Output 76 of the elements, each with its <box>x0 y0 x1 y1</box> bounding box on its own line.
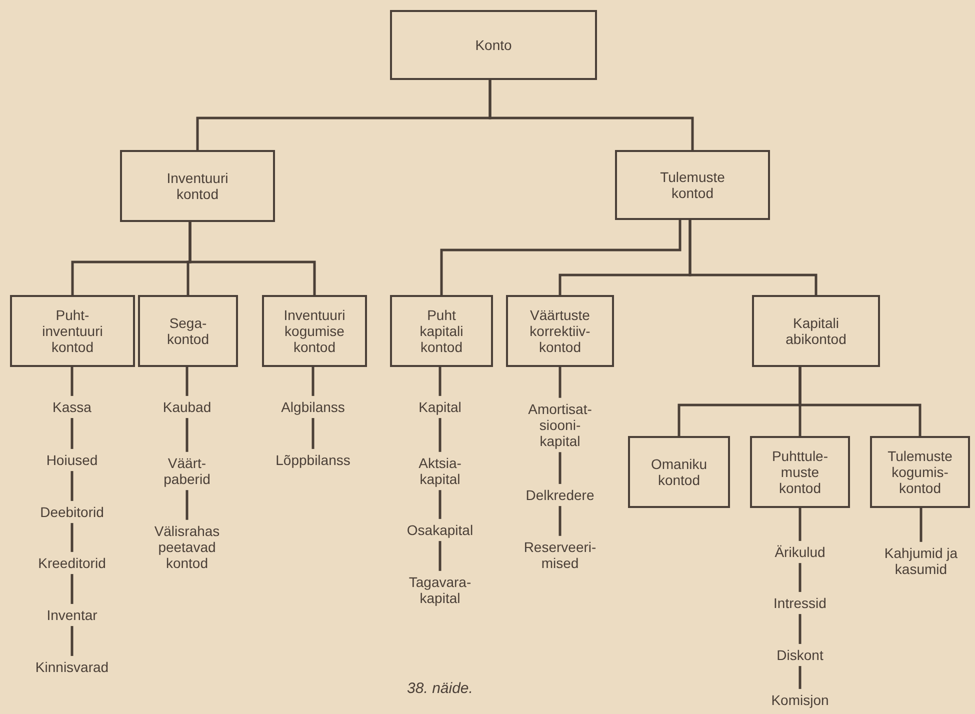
account-label: Tagavara-kapital <box>408 574 472 606</box>
account-box <box>10 295 135 367</box>
connector-line <box>798 614 802 644</box>
account-label: Inventar <box>46 606 98 624</box>
connector-line <box>798 367 922 436</box>
account-label: Kahjumid ja kasumid <box>865 544 975 578</box>
connector-line <box>186 367 188 396</box>
account-label: Kassa <box>52 398 92 416</box>
connector-line <box>558 452 562 484</box>
box-label: Tulemuste kogumis-kontod <box>888 448 952 496</box>
account-label: Välisrahas peetavad kontod <box>154 522 220 572</box>
connector-line <box>188 222 316 295</box>
account-label: Aktsia-kapital <box>418 454 462 488</box>
connector-line <box>312 367 314 396</box>
account-label: Lõppbilanss <box>276 452 350 468</box>
account-label: Osakapital <box>406 522 474 538</box>
box-label: Konto <box>475 36 512 54</box>
account-label: Delkredere <box>526 486 594 504</box>
account-label: Reserveeri-mised <box>524 538 596 572</box>
account-box <box>262 295 367 367</box>
connector-line <box>558 367 562 398</box>
connector-line <box>186 418 188 452</box>
connector-line <box>438 418 442 452</box>
account-box <box>390 10 597 80</box>
box-label: Puht-inventuuri kontod <box>42 306 103 356</box>
account-box <box>506 295 614 367</box>
connector-line <box>688 220 818 295</box>
account-label: Komisjon <box>771 692 829 708</box>
account-label: Diskont <box>776 646 824 664</box>
account-box <box>615 150 770 220</box>
caption: 38. näide. <box>407 680 473 697</box>
connector-line <box>70 626 74 656</box>
box-label: Väärtuste korrektiiv-kontod <box>530 306 590 356</box>
box-label: Tulemuste kontod <box>660 168 725 202</box>
connector-line <box>438 367 442 396</box>
connector-line <box>920 508 922 542</box>
account-box <box>120 150 275 222</box>
account-label: Amortisat-siooni-kapital <box>528 400 592 450</box>
account-label: Hoiused <box>46 452 98 468</box>
account-box <box>870 436 970 508</box>
account-label: Algbilanss <box>281 398 345 416</box>
connector-line <box>70 471 74 501</box>
account-label: Deebitorid <box>40 504 104 520</box>
account-label: Väärt-paberid <box>164 454 210 488</box>
connector-line <box>558 506 562 536</box>
account-box <box>628 436 730 508</box>
account-label: Kaubad <box>162 398 212 416</box>
account-label: Kapital <box>418 398 462 416</box>
connector-line <box>798 666 802 689</box>
box-label: Kapitali abikontod <box>786 314 846 348</box>
connector-line <box>438 541 442 571</box>
connector-line <box>70 367 74 396</box>
box-label: Puhttule-muste kontod <box>772 448 828 496</box>
connector-line <box>440 220 682 295</box>
account-box <box>138 295 238 367</box>
account-box <box>750 436 850 508</box>
connector-line <box>70 418 74 449</box>
connector-line <box>798 508 802 541</box>
connector-line <box>186 490 188 520</box>
account-box <box>390 295 493 367</box>
box-label: Inventuuri kogumise kontod <box>284 306 346 356</box>
box-label: Sega-kontod <box>166 314 210 348</box>
account-box <box>752 295 880 367</box>
account-label: Kinnisvarad <box>35 658 109 676</box>
box-label: Inventuuri kontod <box>166 170 228 202</box>
connector-line <box>798 563 802 592</box>
box-label: Omaniku kontod <box>650 456 708 488</box>
connector-line <box>488 80 694 150</box>
connector-line <box>70 574 74 604</box>
account-label: Ärikulud <box>774 544 826 560</box>
connector-line <box>438 490 442 519</box>
account-label: Kreeditorid <box>38 554 106 572</box>
connector-line <box>312 418 314 449</box>
account-label: Intressid <box>774 594 826 612</box>
box-label: Puht kapitali kontod <box>420 306 464 356</box>
connector-line <box>70 523 74 552</box>
